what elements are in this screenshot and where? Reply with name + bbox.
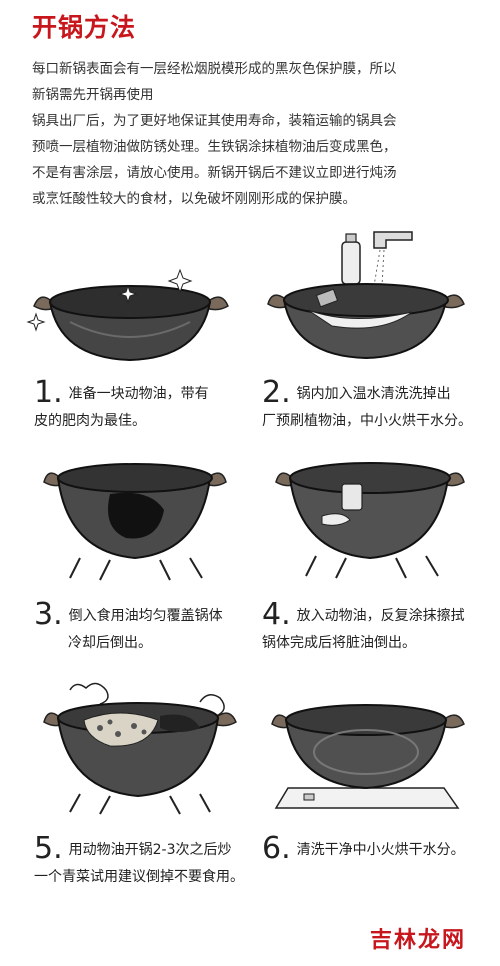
step-text: 放入动物油，反复涂抹擦拭 bbox=[296, 608, 465, 624]
step-3: 3. 倒入食用油均匀覆盖锅体 冷却后倒出。 bbox=[34, 600, 264, 656]
intro-line: 锅具出厂后，为了更好地保证其使用寿命，装箱运输的锅具会 bbox=[32, 113, 397, 129]
watermark-logo: 吉林龙网 bbox=[369, 928, 466, 953]
wok-illustration-5 bbox=[43, 682, 237, 815]
step-number: 1. bbox=[34, 375, 63, 410]
step-5: 5. 用动物油开锅2-3次之后炒 一个青菜试用建议倒掉不要食用。 bbox=[34, 834, 260, 890]
step-1: 1. 准备一块动物油，带有 皮的肥肉为最佳。 bbox=[34, 378, 264, 434]
intro-line: 不是有害涂层，请放心使用。新锅开锅后不建议立即进行炖汤 bbox=[32, 165, 397, 181]
intro-line: 或烹饪酸性较大的食材，以免破坏刚刚形成的保护膜。 bbox=[32, 191, 356, 207]
intro-line: 每口新锅表面会有一层经松烟脱模形成的黑灰色保护膜，所以 bbox=[32, 61, 397, 77]
step-text: 冷却后倒出。 bbox=[68, 635, 152, 651]
step-number: 4. bbox=[262, 597, 291, 632]
step-text: 锅体完成后将脏油倒出。 bbox=[262, 635, 416, 651]
step-number: 2. bbox=[262, 375, 291, 410]
wok-illustration-2 bbox=[267, 231, 465, 360]
step-2: 2. 锅内加入温水清洗洗掉出 厂预刷植物油，中小火烘干水分。 bbox=[262, 378, 498, 434]
intro-text: 每口新锅表面会有一层经松烟脱模形成的黑灰色保护膜，所以 新锅需先开锅再使用 锅具… bbox=[32, 56, 482, 212]
wok-illustration-4 bbox=[275, 462, 465, 579]
step-number: 3. bbox=[34, 597, 63, 632]
step-text: 清洗干净中小火烘干水分。 bbox=[296, 842, 465, 858]
step-text: 准备一块动物油，带有 bbox=[68, 386, 209, 402]
intro-line: 预喷一层植物油做防锈处理。生铁锅涂抹植物油后变成黑色， bbox=[32, 139, 397, 155]
step-6: 6. 清洗干净中小火烘干水分。 bbox=[262, 834, 498, 864]
wok-illustration-1 bbox=[26, 268, 229, 362]
step-number: 5. bbox=[34, 831, 63, 866]
step-text: 一个青菜试用建议倒掉不要食用。 bbox=[34, 869, 244, 885]
intro-line: 新锅需先开锅再使用 bbox=[32, 87, 154, 103]
wok-illustration-6 bbox=[271, 704, 465, 809]
step-4: 4. 放入动物油，反复涂抹擦拭 锅体完成后将脏油倒出。 bbox=[262, 600, 498, 656]
step-text: 用动物油开锅2-3次之后炒 bbox=[68, 842, 232, 858]
step-text: 倒入食用油均匀覆盖锅体 bbox=[68, 608, 223, 624]
step-text: 厂预刷植物油，中小火烘干水分。 bbox=[262, 413, 472, 429]
wok-illustration-3 bbox=[43, 463, 227, 581]
step-text: 锅内加入温水清洗洗掉出 bbox=[296, 386, 451, 402]
step-text: 皮的肥肉为最佳。 bbox=[34, 413, 146, 429]
page-title: 开锅方法 bbox=[32, 13, 137, 42]
step-number: 6. bbox=[262, 831, 291, 866]
